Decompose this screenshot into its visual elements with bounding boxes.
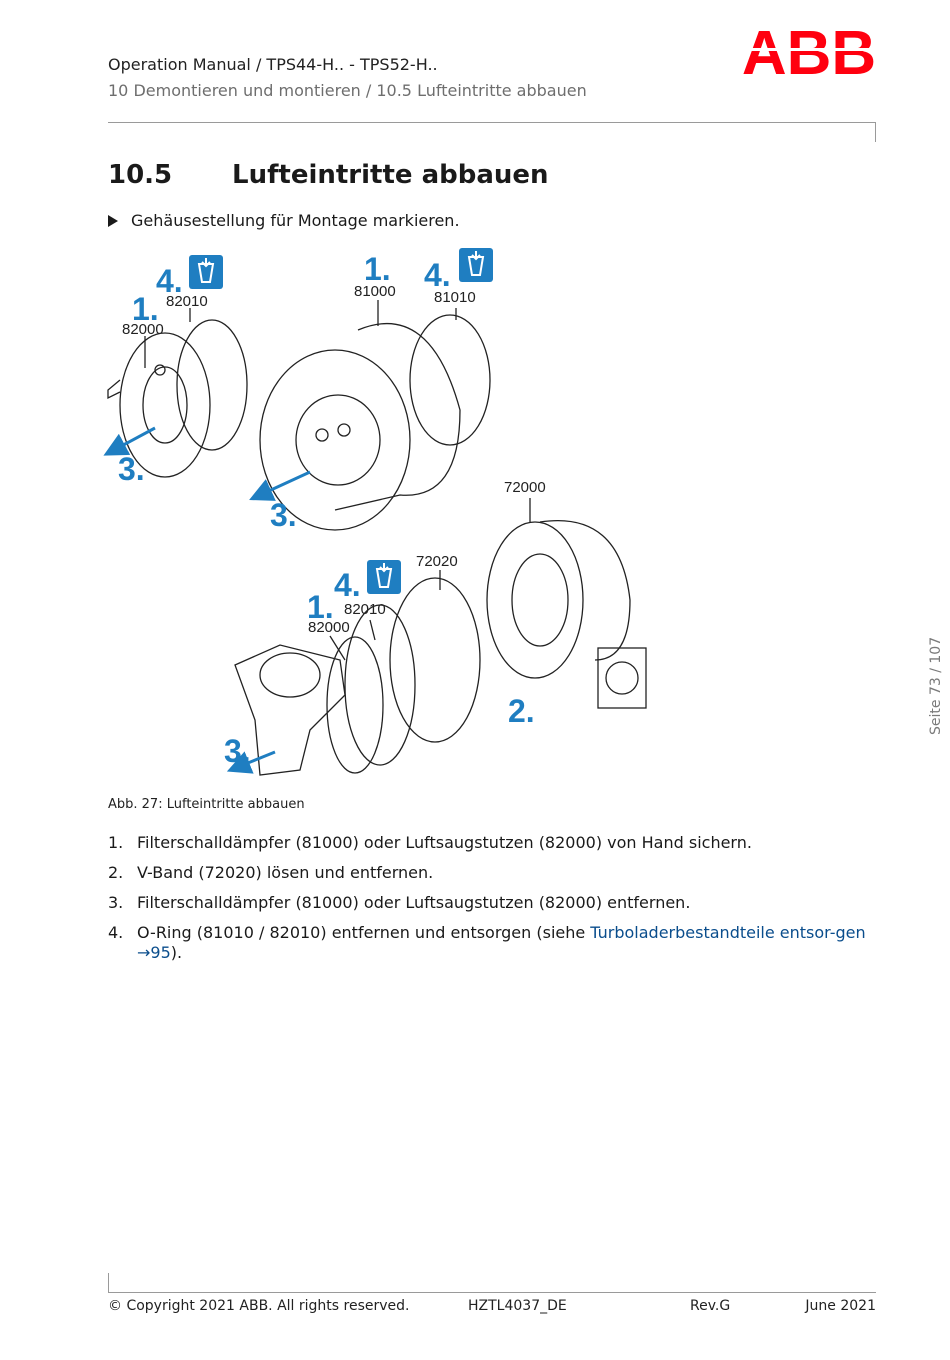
step-number: 3. bbox=[108, 893, 124, 912]
step-number: 4. bbox=[108, 923, 124, 942]
step-text-before: O-Ring (81010 / 82010) entfernen und ent… bbox=[137, 923, 591, 942]
footer-doc-id: HZTL4037_DE bbox=[468, 1298, 567, 1314]
play-triangle-icon bbox=[108, 214, 118, 227]
label-step-3: 3. bbox=[118, 451, 145, 487]
disposal-link[interactable]: Turboladerbestandteile entsor-gen →95 bbox=[137, 923, 866, 962]
list-item: 1. Filterschalldämpfer (81000) oder Luft… bbox=[108, 833, 868, 853]
header-divider bbox=[108, 122, 876, 123]
footer-date: June 2021 bbox=[805, 1298, 876, 1314]
recycle-icon bbox=[367, 560, 401, 594]
v-band-72020 bbox=[389, 577, 481, 743]
compressor-housing bbox=[486, 520, 647, 709]
step-list: 1. Filterschalldämpfer (81000) oder Luft… bbox=[108, 833, 868, 973]
figure-illustration: 4. 1. 3. 1. 4. 3. 4. 1. 2. 3. 82010 8200… bbox=[103, 248, 647, 776]
step-number: 2. bbox=[108, 863, 124, 882]
list-item: 2. V-Band (72020) lösen und entfernen. bbox=[108, 863, 868, 883]
recycle-icon bbox=[189, 255, 223, 289]
part-label-82000: 82000 bbox=[122, 321, 164, 338]
intake-flange-top bbox=[107, 332, 211, 478]
label-step-4: 4. bbox=[424, 257, 451, 293]
step-text: O-Ring (81010 / 82010) entfernen und ent… bbox=[137, 923, 868, 963]
step-text: V-Band (72020) lösen und entfernen. bbox=[137, 863, 434, 882]
step-text-after: ). bbox=[170, 943, 183, 962]
label-step-2: 2. bbox=[508, 693, 535, 729]
arrow-icon bbox=[226, 750, 276, 774]
arrow-icon bbox=[249, 470, 311, 501]
abb-logo: ABB bbox=[742, 24, 876, 76]
manual-title: Operation Manual / TPS44-H.. - TPS52-H.. bbox=[108, 55, 438, 74]
part-label-82000: 82000 bbox=[308, 619, 350, 636]
intake-casing-bottom bbox=[234, 636, 384, 776]
step-text: Filterschalldämpfer (81000) oder Luftsau… bbox=[137, 893, 691, 912]
step-number: 1. bbox=[108, 833, 124, 852]
instruction-text: Gehäusestellung für Montage markieren. bbox=[131, 211, 460, 230]
label-step-4: 4. bbox=[156, 263, 183, 299]
label-step-3: 3. bbox=[270, 497, 297, 533]
step-text: Filterschalldämpfer (81000) oder Luftsau… bbox=[137, 833, 752, 852]
part-label-82010: 82010 bbox=[344, 601, 386, 618]
side-page-number: Seite 73 / 107 bbox=[928, 636, 944, 735]
list-item: 4. O-Ring (81010 / 82010) entfernen und … bbox=[108, 923, 868, 963]
section-number: 10.5 bbox=[108, 160, 173, 190]
label-step-1: 1. bbox=[132, 291, 159, 327]
o-ring-81010 bbox=[409, 314, 491, 446]
instruction: Gehäusestellung für Montage markieren. bbox=[108, 211, 460, 230]
arrow-icon bbox=[103, 426, 156, 456]
o-ring-82010-top bbox=[176, 319, 248, 451]
part-label-72020: 72020 bbox=[416, 553, 458, 570]
footer-divider-tick bbox=[108, 1273, 109, 1293]
filter-silencer bbox=[259, 322, 461, 531]
breadcrumb: 10 Demontieren und montieren / 10.5 Luft… bbox=[108, 81, 587, 100]
label-step-1: 1. bbox=[307, 589, 334, 625]
part-label-82010: 82010 bbox=[166, 293, 208, 310]
figure-caption: Abb. 27: Lufteintritte abbauen bbox=[108, 797, 305, 812]
footer-revision: Rev.G bbox=[690, 1298, 731, 1314]
part-label-81000: 81000 bbox=[354, 283, 396, 300]
section-title: Lufteintritte abbauen bbox=[232, 160, 549, 190]
o-ring-82010-bottom bbox=[344, 604, 416, 766]
label-step-4: 4. bbox=[334, 567, 361, 603]
recycle-icon bbox=[459, 248, 493, 282]
label-step-1: 1. bbox=[364, 251, 391, 287]
footer-copyright: © Copyright 2021 ABB. All rights reserve… bbox=[108, 1298, 410, 1314]
list-item: 3. Filterschalldämpfer (81000) oder Luft… bbox=[108, 893, 868, 913]
part-label-81010: 81010 bbox=[434, 289, 476, 306]
footer-divider bbox=[108, 1292, 876, 1293]
part-label-72000: 72000 bbox=[504, 479, 546, 496]
header-divider-tick bbox=[875, 122, 876, 142]
label-step-3: 3. bbox=[224, 733, 251, 769]
